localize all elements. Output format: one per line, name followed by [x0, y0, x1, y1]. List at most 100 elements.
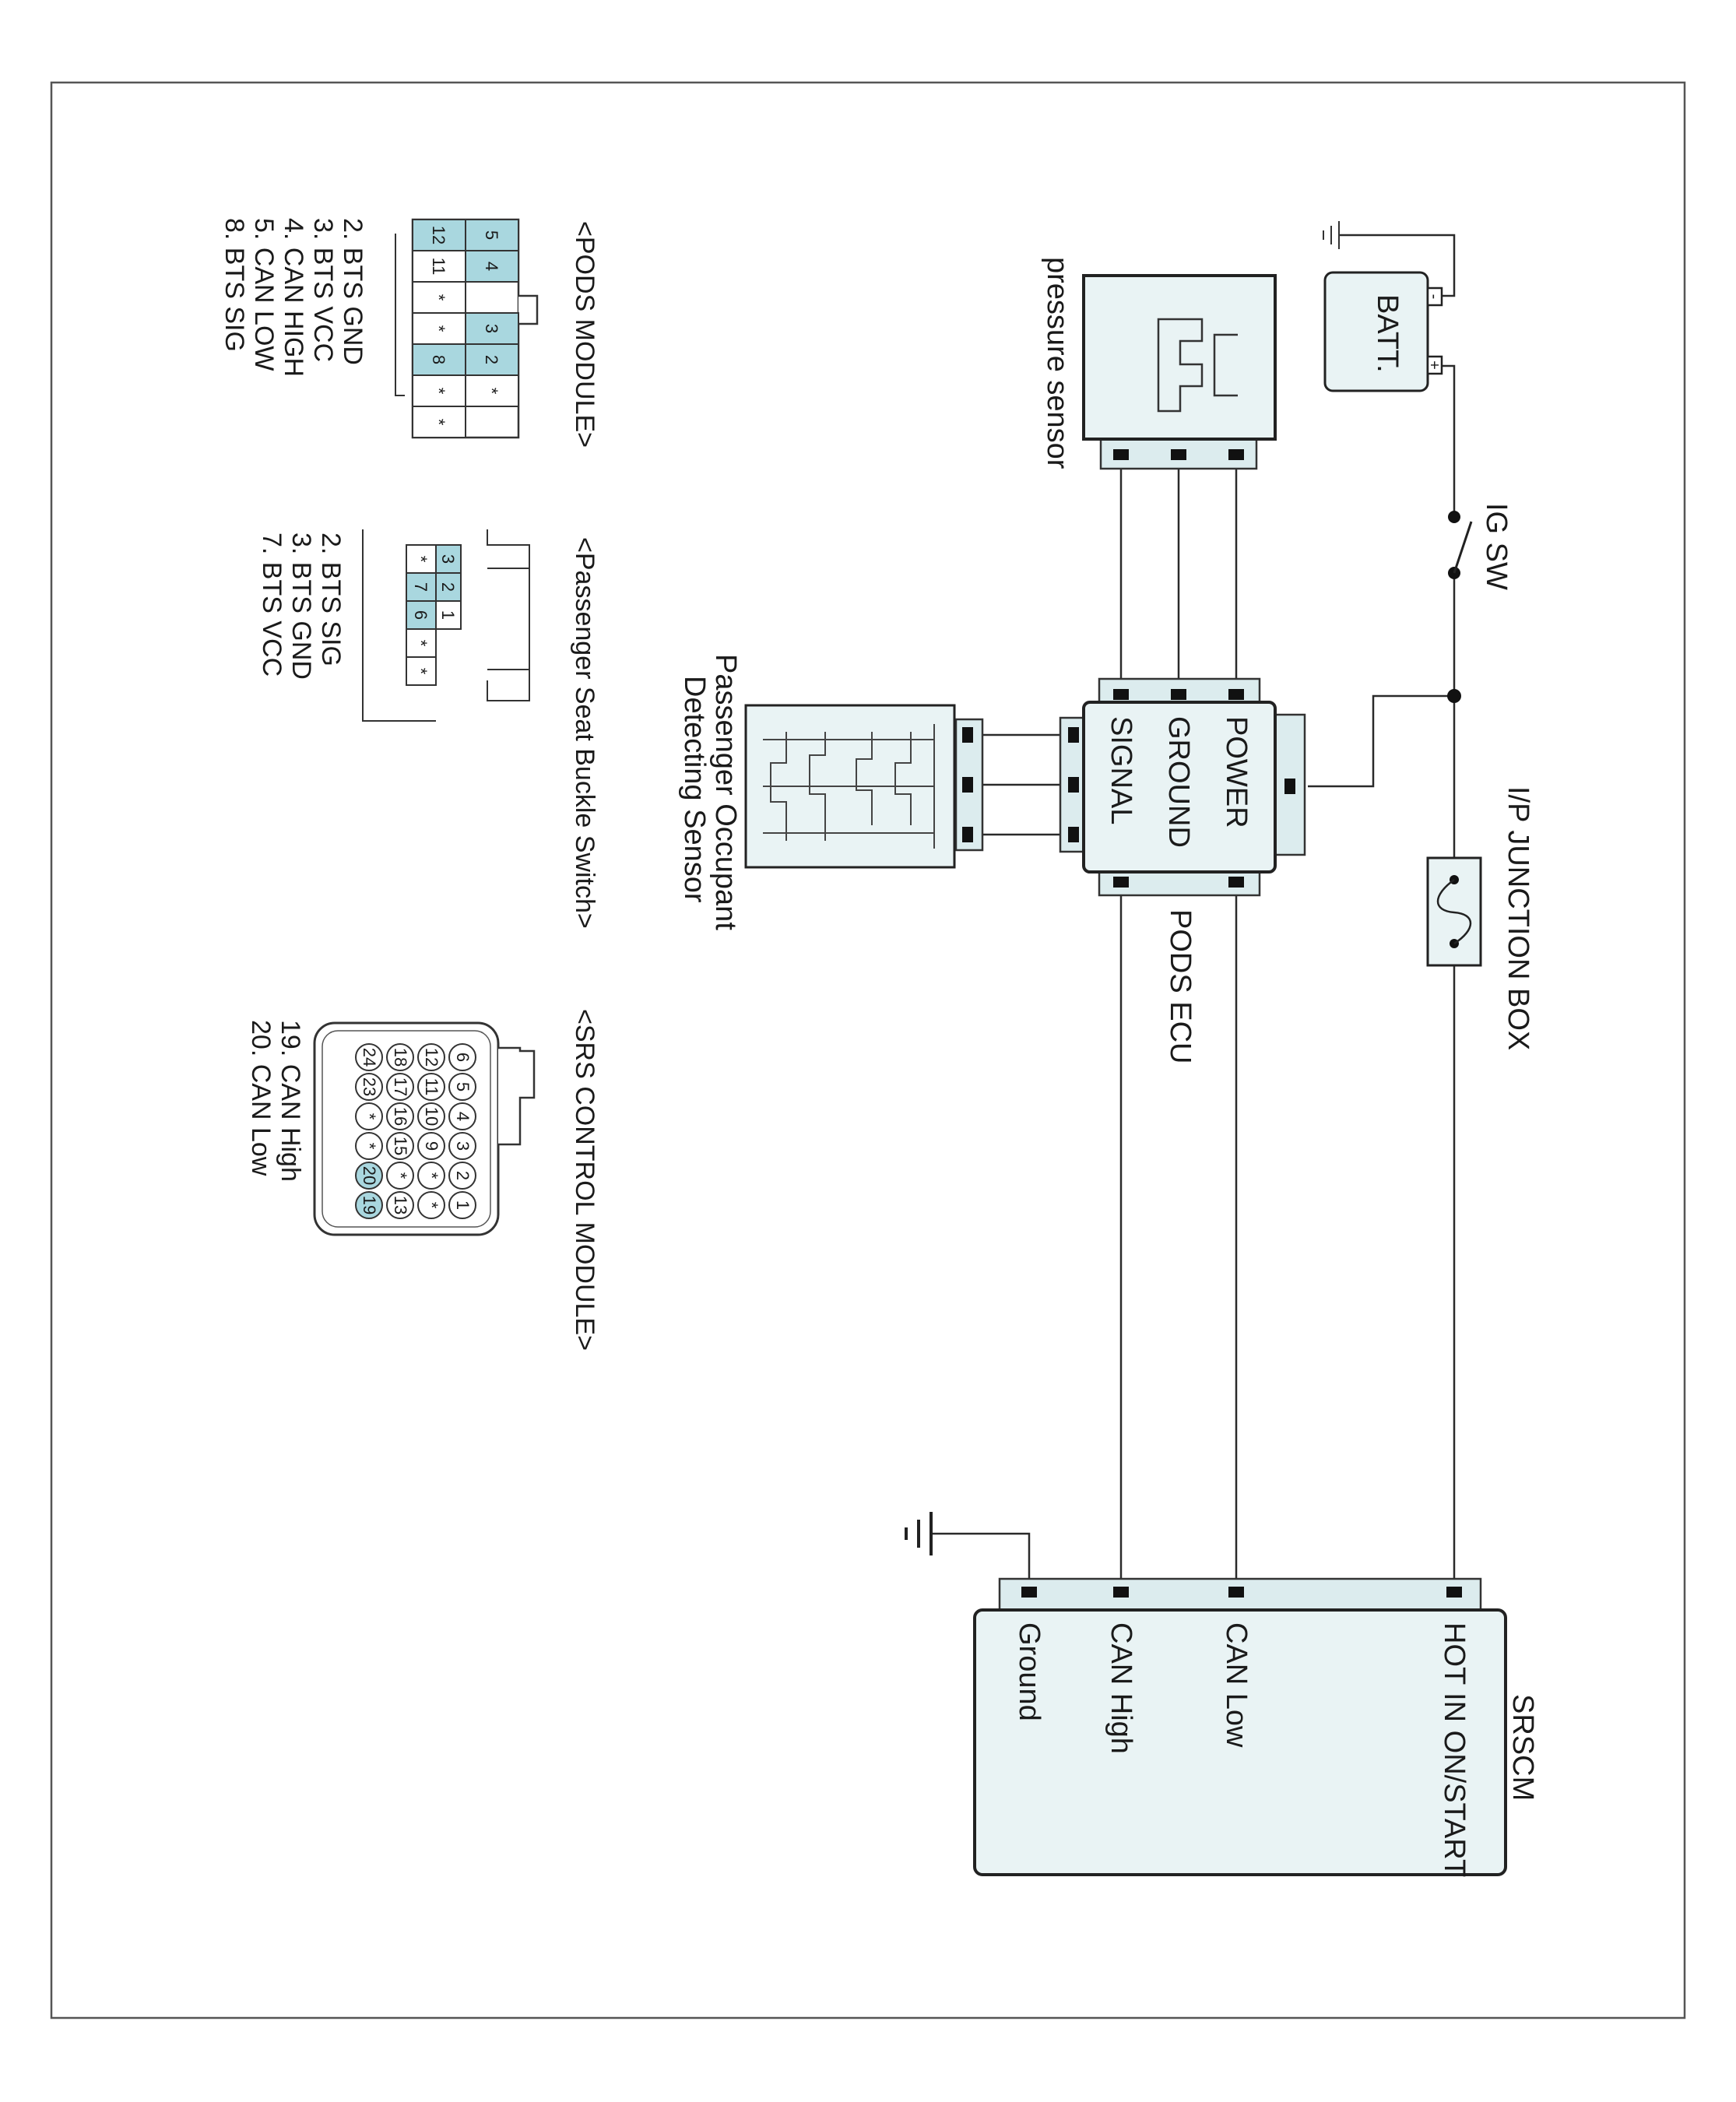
connector-latch-icon: [498, 1046, 536, 1146]
pods-ecu-signal-label: SIGNAL: [1105, 716, 1137, 824]
pods-top-pin-label: 2: [482, 355, 501, 364]
srs-pin-label: 13: [391, 1196, 410, 1214]
srs-pin-label: 19: [360, 1196, 379, 1214]
srs-pin-label: *: [360, 1113, 379, 1120]
buckle-bottom-row: *76**: [406, 544, 437, 686]
battery-feed-wire: [1442, 364, 1456, 517]
pods-bottom-pin-label: 12: [429, 226, 448, 244]
pods-legend-5: 8. BTS SIG: [220, 218, 249, 352]
buckle-top-pin-label: 1: [438, 610, 458, 620]
srs-pin-label: 4: [453, 1112, 473, 1121]
srscm-can-high-label: CAN High: [1105, 1622, 1137, 1754]
buckle-legend-1: 2. BTS SIG: [316, 533, 346, 666]
pods-bottom-pin-label: *: [429, 294, 448, 301]
srs-pin-cell: [448, 1162, 476, 1190]
pods-bottom-pin-cell: [412, 281, 466, 314]
pods-power-feed-wire: [1308, 694, 1454, 788]
buckle-switch-title: <Passenger Seat Buckle Switch>: [570, 537, 599, 929]
srs-pin-label: 16: [391, 1107, 410, 1126]
pods-legend-4: 5. CAN LOW: [249, 218, 279, 371]
srs-pin-cell: [417, 1043, 445, 1071]
ig-switch: IG SW: [1448, 503, 1513, 590]
srs-pin-cell: [417, 1102, 445, 1130]
occupant-sensor-label-line1: Passenger Occupant: [709, 654, 742, 930]
srs-pin-cell: [448, 1043, 476, 1071]
srs-pin-label: 3: [453, 1141, 473, 1151]
srs-pin-label: 24: [360, 1048, 379, 1067]
srs-pin-label: 20: [360, 1166, 379, 1185]
buckle-bottom-pin-label: *: [411, 640, 430, 647]
pods-legend-2: 3. BTS VCC: [308, 218, 338, 362]
srs-pin-label: 2: [453, 1171, 473, 1180]
srs-pin-cell: [355, 1132, 383, 1160]
pressure-element-icon: [1157, 318, 1204, 413]
buckle-top-pin-label: 3: [438, 554, 458, 564]
pods-top-pin-cell: [465, 250, 519, 283]
srs-pin-cell: [386, 1132, 414, 1160]
srs-pin-cell: [355, 1191, 383, 1219]
pods-ecu-ground-label: GROUND: [1162, 716, 1195, 848]
pods-legend-1: 2. BTS GND: [338, 218, 367, 365]
battery-plus-label: +: [1425, 360, 1443, 370]
buckle-switch-connector: <Passenger Seat Buckle Switch> 321 *76**…: [257, 529, 599, 929]
srs-pin-cell: [448, 1191, 476, 1219]
pods-bottom-pin-cell: [412, 312, 466, 345]
pods-ecu: POWER GROUND SIGNAL PODS ECU: [1059, 677, 1306, 1063]
srs-module-title: <SRS CONTROL MODULE>: [570, 1009, 599, 1351]
pods-bottom-pin-label: 8: [429, 355, 448, 364]
pods-bottom-pin-label: 11: [429, 258, 448, 276]
occupant-sensor-label-line2: Detecting Sensor: [678, 676, 711, 903]
sensor-mat-icon: [763, 724, 935, 849]
srs-pin-label: 18: [391, 1048, 410, 1067]
srs-pin-label: 9: [422, 1141, 441, 1151]
pressure-sensor: pressure sensor: [1041, 257, 1277, 470]
srs-pin-cell: [386, 1043, 414, 1071]
srs-pin-label: 12: [422, 1048, 441, 1067]
battery-minus-label: -: [1425, 294, 1443, 300]
srscm-can-low-label: CAN Low: [1220, 1622, 1253, 1748]
srs-pin-cell: [417, 1132, 445, 1160]
battery: BATT. - +: [1323, 271, 1443, 392]
srs-pin-cell: [448, 1132, 476, 1160]
srscm-hot-label: HOT IN ON/START: [1438, 1622, 1471, 1877]
srs-pin-cell: [448, 1073, 476, 1101]
connector-latch-icon: [518, 294, 539, 325]
pods-ecu-label: PODS ECU: [1164, 909, 1197, 1063]
buckle-top-pin-cell: [435, 572, 462, 602]
pods-bottom-pin-cell: [412, 406, 466, 438]
pods-bottom-pin-label: *: [429, 419, 448, 426]
srscm: HOT IN ON/START CAN Low CAN High Ground …: [973, 1577, 1539, 1877]
srs-pin-cell: [355, 1102, 383, 1130]
fuse-icon: [1436, 878, 1472, 945]
srs-pin-label: 11: [422, 1078, 441, 1096]
srs-pin-cell: [386, 1191, 414, 1219]
srs-pin-cell: [448, 1102, 476, 1130]
buckle-bottom-pin-cell: [406, 656, 437, 686]
buckle-legend-2: 3. BTS GND: [286, 533, 316, 680]
buckle-bottom-pin-label: 6: [411, 610, 430, 620]
srs-pin-label: 5: [453, 1082, 473, 1091]
battery-ground-wire: [1339, 234, 1456, 297]
pods-bottom-pin-label: *: [429, 325, 448, 332]
srs-legend-2: 20. CAN Low: [246, 1020, 276, 1176]
srs-pin-label: *: [422, 1172, 441, 1179]
srs-pin-label: 6: [453, 1053, 473, 1062]
pods-top-pin-cell: [465, 374, 519, 407]
buckle-top-pin-label: 2: [438, 582, 458, 592]
junction-box-label: I/P JUNCTION BOX: [1502, 786, 1534, 1050]
buckle-top-row: 3 2 1: [435, 544, 462, 630]
srs-legend-1: 19. CAN High: [276, 1020, 305, 1182]
srs-pin-cell: [386, 1102, 414, 1130]
pods-bottom-pin-cell: [412, 250, 466, 283]
srs-pin-label: 17: [391, 1077, 410, 1096]
pods-top-pin-label: *: [482, 388, 501, 395]
srs-pin-label: *: [360, 1143, 379, 1150]
diagram-frame: [50, 81, 1686, 2019]
pods-bottom-pin-cell: [412, 374, 466, 407]
ig-switch-label: IG SW: [1480, 503, 1513, 590]
